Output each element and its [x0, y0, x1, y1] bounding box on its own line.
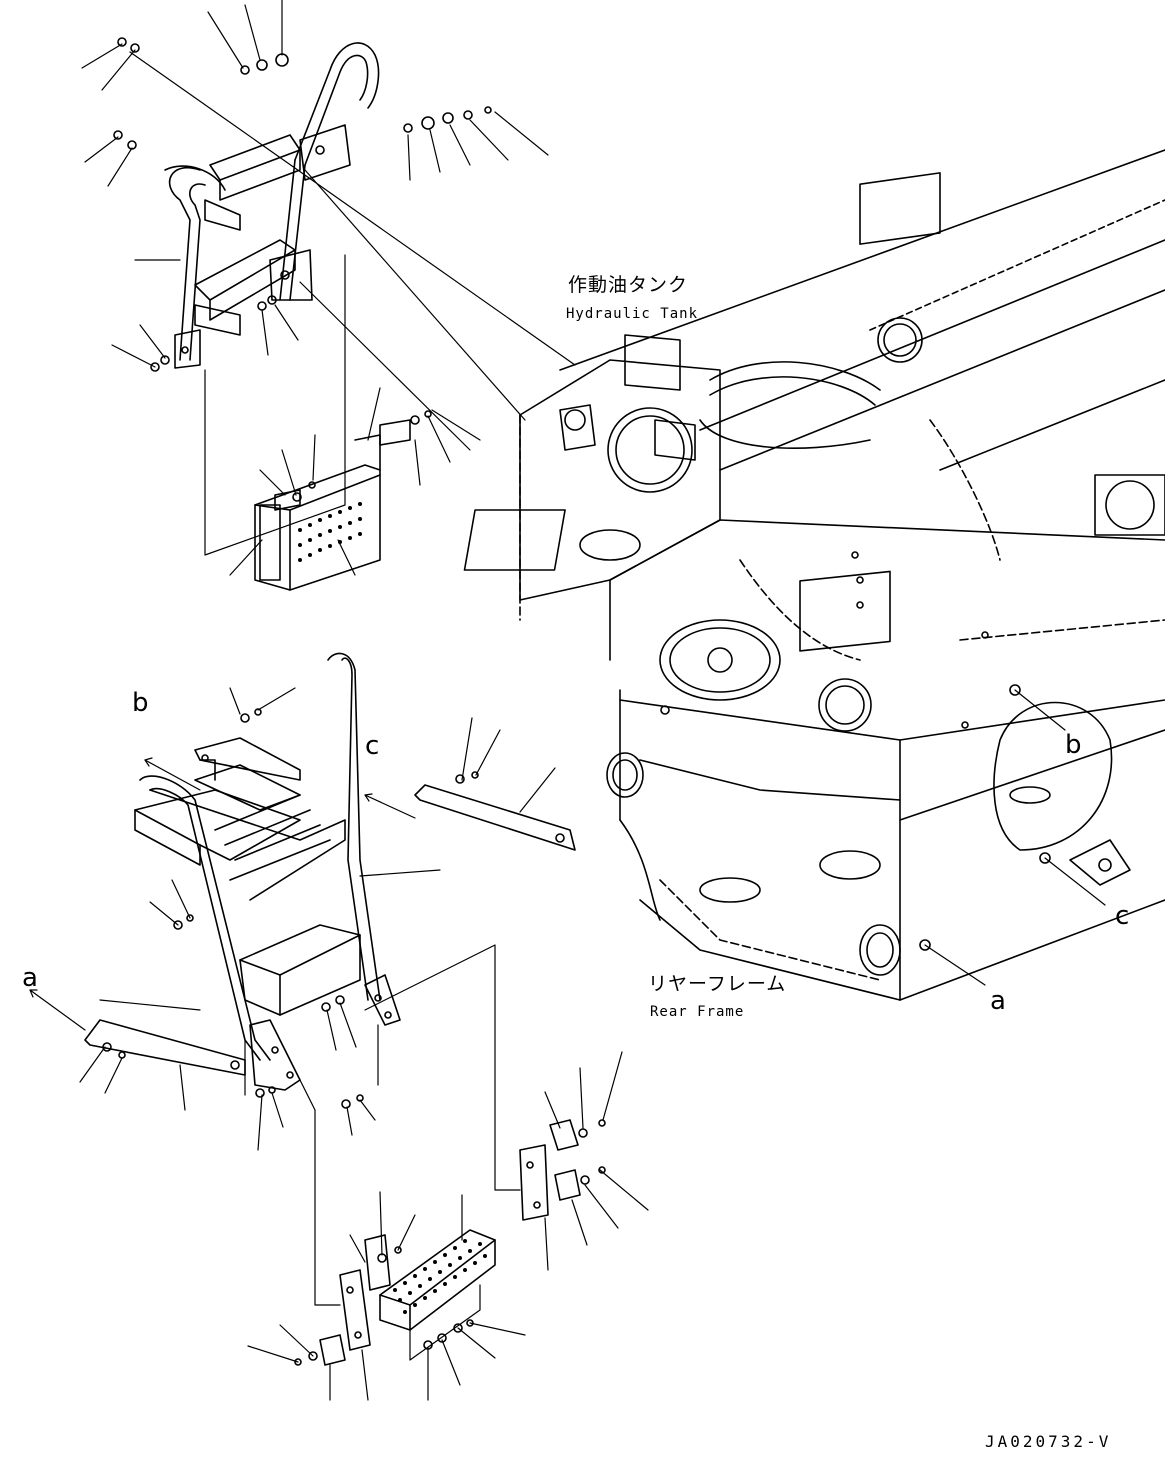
drawing-code: JA020732-V	[985, 1432, 1112, 1451]
lower-hardware	[102, 708, 606, 1366]
leader-lines	[29, 0, 1106, 1401]
ref-label-c-left: c	[365, 731, 380, 761]
rear-frame-label-jp: リヤーフレーム	[648, 973, 787, 995]
ref-label-b-left: b	[132, 688, 149, 718]
ref-label-a-left: a	[22, 963, 38, 993]
rear-frame-label-en: Rear Frame	[650, 1004, 745, 1020]
upper-ladder	[164, 42, 411, 591]
hydraulic-tank-label-jp: 作動油タンク	[568, 274, 689, 296]
lower-step-holes	[393, 1239, 487, 1314]
lower-step	[319, 1119, 581, 1366]
upper-step-holes	[298, 502, 362, 562]
upper-hardware	[113, 37, 492, 502]
ref-label-c-right: c	[1115, 901, 1130, 931]
ref-label-b-right: b	[1065, 730, 1082, 760]
lower-ladder	[84, 652, 576, 1091]
hydraulic-tank-label-en: Hydraulic Tank	[566, 306, 699, 322]
rear-frame	[463, 149, 1165, 1001]
ref-label-a-right: a	[990, 986, 1006, 1016]
